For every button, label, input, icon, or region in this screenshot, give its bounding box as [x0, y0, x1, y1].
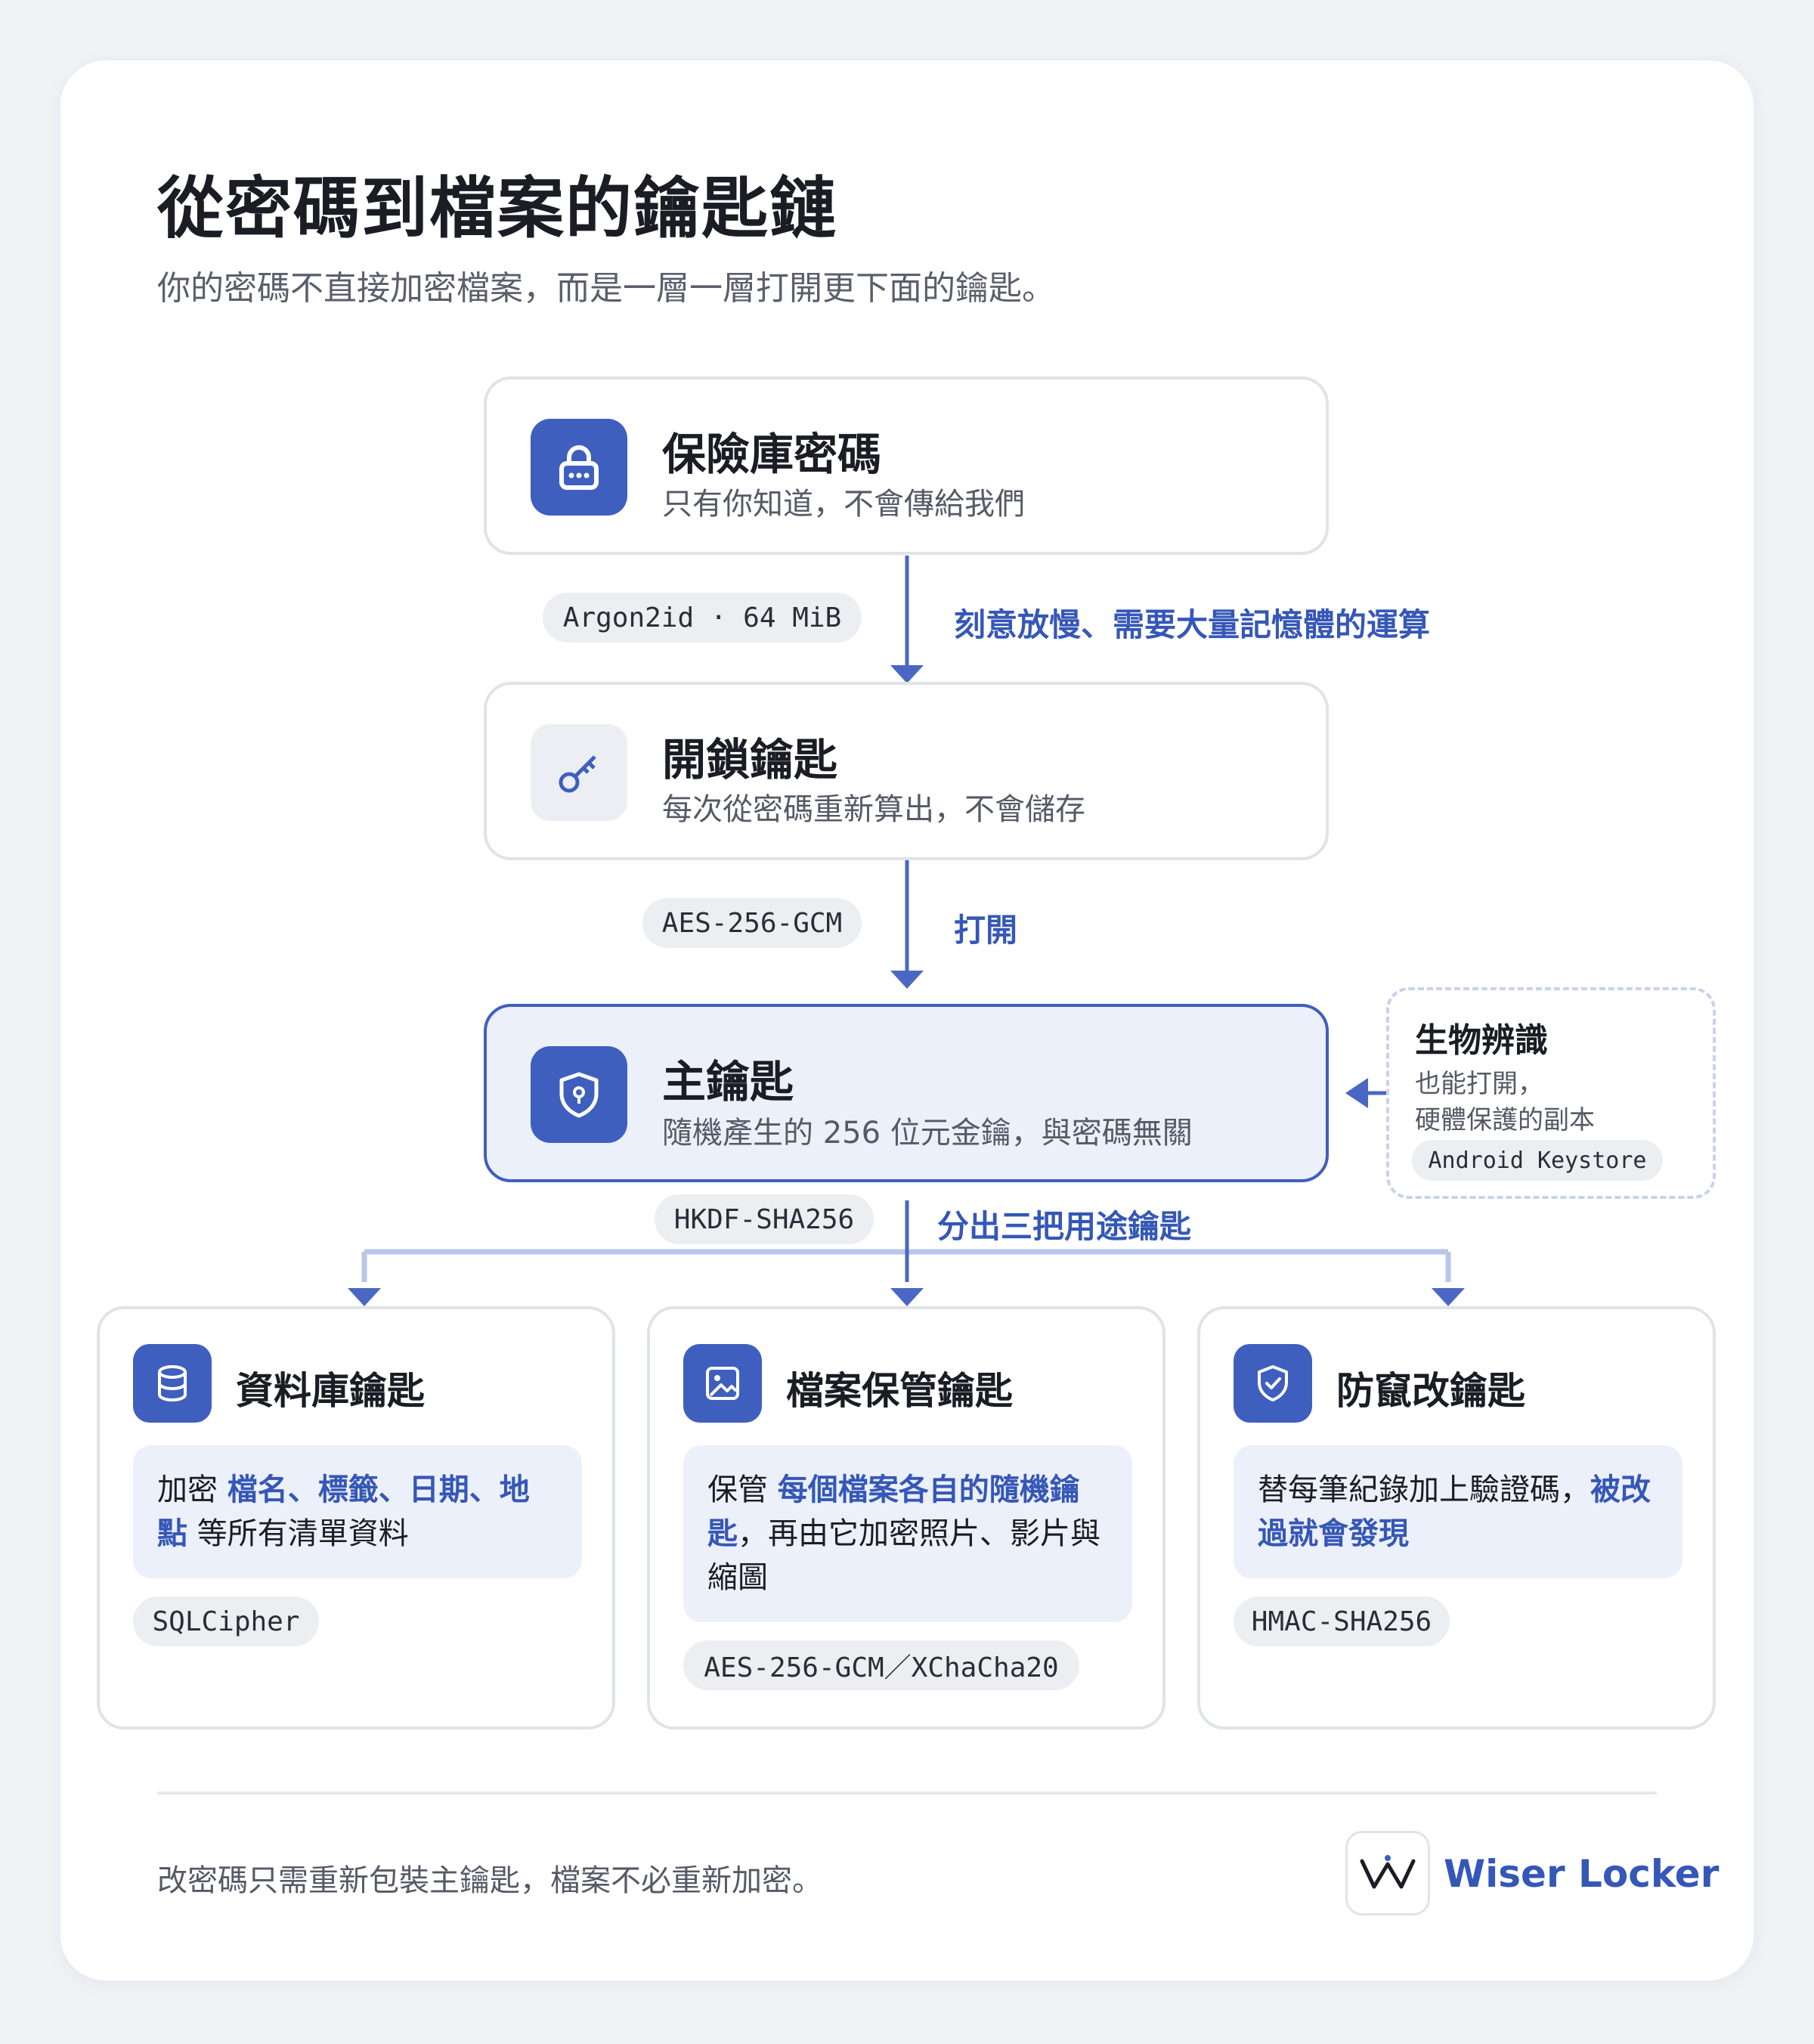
arrowhead-master: [890, 971, 924, 989]
biometric-box: 生物辨識 也能打開， 硬體保護的副本 Android Keystore: [1386, 987, 1716, 1199]
sqlcipher-pill: SQLCipher: [133, 1596, 319, 1646]
file-key-title: 檔案保管鑰匙: [786, 1369, 1013, 1413]
biometric-desc: 也能打開， 硬體保護的副本: [1415, 1066, 1595, 1138]
tamper-key-title: 防竄改鑰匙: [1336, 1369, 1525, 1413]
wiser-locker-logo: [1345, 1831, 1430, 1915]
file-key-desc-pre: 保管: [707, 1473, 778, 1507]
lock-icon: [531, 419, 627, 516]
biometric-desc-line2: 硬體保護的副本: [1415, 1105, 1595, 1135]
image-icon: [683, 1344, 762, 1423]
database-key-desc-highlight: 檔名、標籤、日期、地點: [157, 1473, 530, 1551]
file-key-card: 檔案保管鑰匙 保管 每個檔案各自的隨機鑰匙，再由它加密照片、影片與縮圖 AES-…: [647, 1306, 1165, 1730]
unlock-key-desc: 每次從密碼重新算出，不會儲存: [662, 792, 1085, 827]
vault-password-box: 保險庫密碼 只有你知道，不會傳給我們: [484, 376, 1329, 555]
tamper-key-desc-pre: 替每筆紀錄加上驗證碼，: [1258, 1473, 1590, 1507]
hmac-pill: HMAC-SHA256: [1234, 1596, 1450, 1646]
file-key-desc-highlight: 每個檔案各自的隨機鑰匙: [707, 1473, 1080, 1551]
hkdf-note: 分出三把用途鑰匙: [937, 1208, 1192, 1245]
shield-key-icon: [531, 1046, 627, 1143]
database-key-card: 資料庫鑰匙 加密 檔名、標籤、日期、地點 等所有清單資料 SQLCipher: [97, 1306, 615, 1730]
file-encryption-pill: AES-256-GCM／XChaCha20: [683, 1640, 1079, 1690]
master-key-box: 主鑰匙 隨機產生的 256 位元金鑰，與密碼無關: [484, 1004, 1329, 1182]
tamper-key-card: 防竄改鑰匙 替每筆紀錄加上驗證碼，被改過就會發現 HMAC-SHA256: [1197, 1306, 1716, 1730]
page-subtitle: 你的密碼不直接加密檔案，而是一層一層打開更下面的鑰匙。: [157, 269, 1055, 308]
database-key-desc-post: 等所有清單資料: [187, 1516, 409, 1551]
master-key-desc: 隨機產生的 256 位元金鑰，與密碼無關: [662, 1116, 1193, 1151]
aes-tech-pill: AES-256-GCM: [642, 898, 862, 948]
database-key-desc-pre: 加密: [157, 1473, 228, 1507]
arrowhead-database: [348, 1288, 381, 1306]
hkdf-tech-pill: HKDF-SHA256: [655, 1194, 874, 1244]
file-key-desc: 保管 每個檔案各自的隨機鑰匙，再由它加密照片、影片與縮圖: [683, 1445, 1132, 1622]
biometric-desc-line1: 也能打開，: [1415, 1069, 1543, 1099]
biometric-title: 生物辨識: [1415, 1021, 1548, 1060]
arrowhead-bio: [1345, 1078, 1368, 1108]
master-key-title: 主鑰匙: [662, 1056, 794, 1107]
footer-note: 改密碼只需重新包裝主鑰匙，檔案不必重新加密。: [157, 1863, 822, 1898]
database-key-title: 資料庫鑰匙: [236, 1369, 425, 1413]
page-title: 從密碼到檔案的鑰匙鏈: [157, 169, 838, 247]
unlock-key-box: 開鎖鑰匙 每次從密碼重新算出，不會儲存: [484, 682, 1329, 860]
aes-note: 打開: [954, 912, 1018, 949]
arrowhead-unlock: [890, 665, 924, 683]
vault-password-title: 保險庫密碼: [662, 429, 882, 480]
footer-divider: [157, 1792, 1657, 1795]
brand-name: Wiser Locker: [1444, 1852, 1720, 1896]
tamper-key-desc-highlight: 被改過就會發現: [1258, 1473, 1651, 1551]
argon2-tech-pill: Argon2id · 64 MiB: [543, 593, 862, 643]
argon2-note: 刻意放慢、需要大量記憶體的運算: [954, 606, 1431, 643]
unlock-key-title: 開鎖鑰匙: [662, 734, 838, 785]
tamper-key-desc: 替每筆紀錄加上驗證碼，被改過就會發現: [1234, 1445, 1682, 1578]
database-key-desc: 加密 檔名、標籤、日期、地點 等所有清單資料: [133, 1445, 582, 1578]
key-icon: [531, 724, 627, 821]
vault-password-desc: 只有你知道，不會傳給我們: [662, 487, 1025, 522]
arrowhead-tamper: [1432, 1288, 1465, 1306]
shield-check-icon: [1234, 1344, 1312, 1423]
file-key-desc-post: ，再由它加密照片、影片與縮圖: [707, 1516, 1100, 1595]
database-icon: [133, 1344, 212, 1423]
arrowhead-file: [890, 1288, 924, 1306]
android-keystore-pill: Android Keystore: [1412, 1140, 1663, 1181]
